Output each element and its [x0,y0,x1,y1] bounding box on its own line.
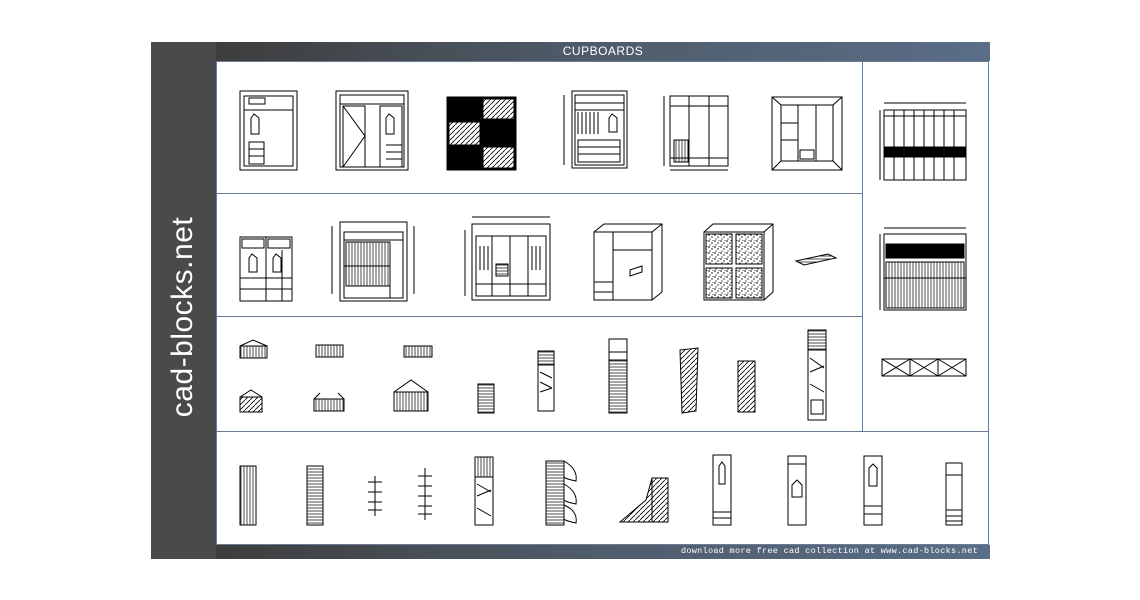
wardrobe-section-b [608,338,628,414]
wardrobe-open-perspective-1 [771,96,843,171]
wardrobe-plan-e [313,392,345,412]
footer-text: download more free cad collection at www… [680,546,978,556]
row-divider-3 [216,431,989,432]
wardrobe-tall-1 [712,454,732,526]
brand-sidebar [151,42,216,559]
wardrobe-plan-f [393,379,429,412]
wardrobe-rail-2 [418,468,432,520]
sheet-title: CUPBOARDS [562,44,644,58]
footer-bar: download more free cad collection at www… [216,545,990,559]
wardrobe-tall-3 [863,455,883,526]
wardrobe-section-d [737,360,756,413]
wardrobe-shelving-1 [239,236,293,302]
wardrobe-side-2 [306,465,324,526]
wardrobe-elevation-large-2 [464,216,551,301]
wardrobe-tall-4 [945,462,963,526]
row-divider-2 [216,316,863,317]
wardrobe-section-e [807,329,827,421]
wardrobe-side-1 [239,465,257,526]
sheet-frame [216,61,989,545]
wardrobe-front-2 [335,90,409,171]
row-divider-1 [216,193,863,194]
title-bar: CUPBOARDS [216,42,990,61]
wardrobe-perspective-speckled [703,223,774,301]
wardrobe-front-5 [663,95,729,171]
wardrobe-rail-1 [368,476,382,516]
wardrobe-side-doors-open [545,460,577,526]
wardrobe-front-4 [563,90,628,169]
wardrobe-section-a [537,350,555,412]
wardrobe-plan-b [315,344,344,358]
wardrobe-plan-c [403,345,433,358]
wardrobe-open-perspective-2 [593,223,663,301]
wardrobe-plan-right [881,358,967,377]
wardrobe-section-c [679,347,699,414]
column-divider [862,61,863,432]
wardrobe-isometric-small [794,253,838,266]
wardrobe-elevation-right-1 [879,102,967,181]
wardrobe-plan-a [239,339,268,359]
wardrobe-tall-2 [787,455,807,526]
wardrobe-front-3-patterned [446,96,517,171]
wardrobe-side-3 [474,456,494,526]
wardrobe-elevation-large-1 [331,221,415,302]
wardrobe-plan-g [477,383,495,414]
wardrobe-corner-unit [618,477,669,523]
wardrobe-elevation-right-2 [879,227,967,311]
wardrobe-front-1 [239,90,298,171]
wardrobe-plan-d [239,389,263,413]
